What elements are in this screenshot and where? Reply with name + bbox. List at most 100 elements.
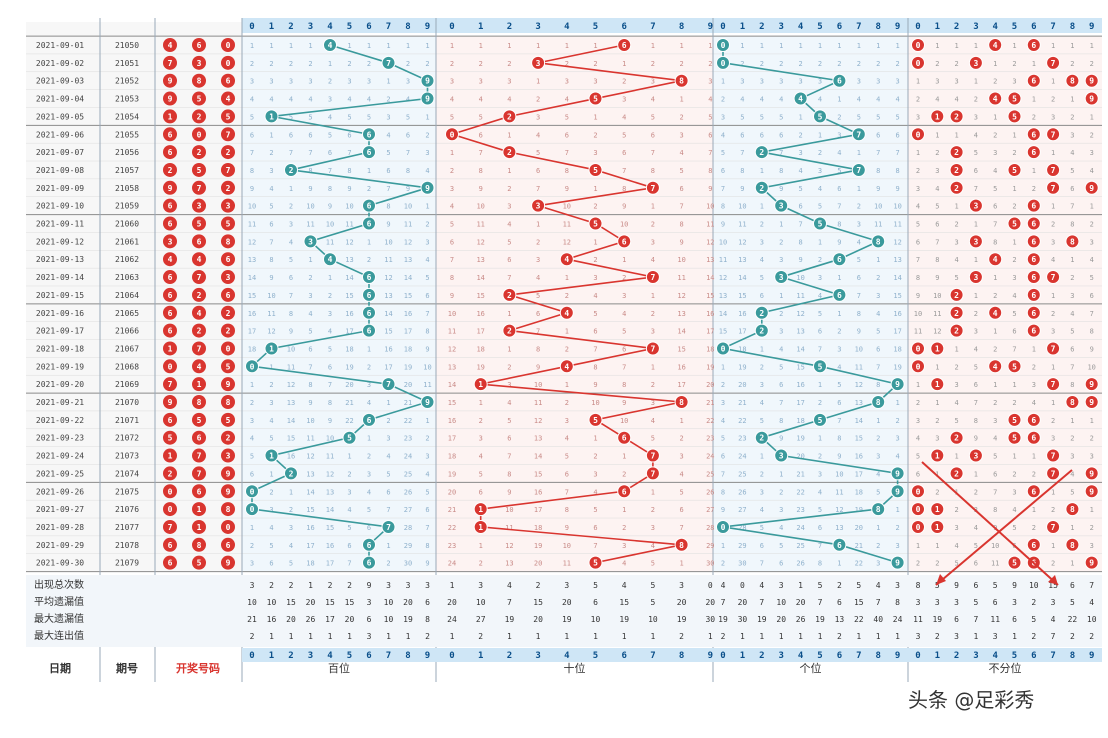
stats-value: 40 (873, 615, 883, 624)
omission-value: 4 (1090, 256, 1094, 264)
header-digit: 6 (1031, 22, 1036, 32)
omission-value: 21 (855, 542, 863, 550)
omission-value: 5 (857, 113, 861, 121)
omission-value: 4 (1070, 149, 1074, 157)
omission-value: 1 (1090, 42, 1094, 50)
combined-ball-digit: 6 (1031, 220, 1036, 229)
omission-value: 8 (622, 381, 626, 389)
combined-ball (1026, 145, 1041, 160)
omission-value: 19 (893, 363, 901, 371)
draw-ball-digit: 6 (226, 255, 231, 264)
header-digit: 3 (535, 22, 540, 32)
omission-value: 7 (308, 363, 312, 371)
stats-value: 2 (1070, 632, 1075, 641)
omission-value: 1 (651, 292, 655, 300)
omission-value: 10 (620, 221, 628, 229)
omission-value: 1 (425, 42, 429, 50)
omission-value: 5 (993, 185, 997, 193)
combined-ball-digit: 6 (1031, 416, 1036, 425)
trend-ball-digit: 2 (507, 112, 512, 121)
stats-value: 7 (818, 598, 823, 607)
trend-ball (362, 323, 376, 338)
stats-value: 9 (1012, 581, 1017, 590)
draw-ball (163, 448, 177, 463)
omission-value: 2 (622, 524, 626, 532)
combined-ball-digit: 2 (954, 112, 959, 121)
combined-ball-digit: 4 (993, 41, 998, 50)
combined-ball (949, 305, 964, 320)
header-digit: 5 (1012, 22, 1017, 32)
omission-value: 7 (993, 488, 997, 496)
trend-ball-digit: 5 (818, 220, 823, 229)
row-issue: 21069 (115, 380, 139, 389)
footer-digit: 1 (740, 651, 745, 661)
draw-ball (192, 198, 206, 213)
omission-value: 1 (679, 417, 683, 425)
footer-digit: 2 (288, 651, 293, 661)
stats-value: 4 (1089, 598, 1094, 607)
trend-ball-digit: 7 (650, 184, 655, 193)
draw-ball-digit: 6 (168, 541, 173, 550)
omission-value: 1 (1090, 506, 1094, 514)
omission-value: 13 (706, 256, 714, 264)
omission-value: 16 (404, 310, 412, 318)
omission-value: 3 (954, 238, 958, 246)
stats-value: 3 (367, 598, 372, 607)
omission-value: 4 (779, 345, 783, 353)
trend-ball-digit: 1 (269, 452, 274, 461)
omission-value: 7 (622, 167, 626, 175)
trend-ball-digit: 3 (536, 202, 541, 211)
omission-value: 2 (367, 60, 371, 68)
stats-value: 5 (818, 581, 823, 590)
draw-ball (221, 252, 235, 267)
omission-value: 1 (367, 435, 371, 443)
omission-value: 10 (287, 345, 295, 353)
trend-ball-digit: 6 (367, 130, 372, 139)
omission-value: 17 (677, 381, 685, 389)
omission-value: 3 (622, 96, 626, 104)
omission-value: 1 (1070, 256, 1074, 264)
annotation-arrowhead (1048, 575, 1058, 585)
omission-value: 1 (818, 435, 822, 443)
draw-ball-digit: 5 (226, 112, 231, 121)
combined-ball (1046, 466, 1061, 481)
trend-ball (832, 287, 847, 302)
omission-value: 1 (798, 42, 802, 50)
omission-value: 3 (993, 149, 997, 157)
omission-value: 12 (267, 328, 275, 336)
omission-value: 7 (406, 149, 410, 157)
draw-ball-digit: 3 (168, 237, 173, 246)
omission-value: 12 (476, 238, 484, 246)
omission-value: 1 (708, 42, 712, 50)
stats-value: 1 (328, 632, 333, 641)
omission-value: 10 (248, 203, 256, 211)
omission-value: 8 (779, 167, 783, 175)
combined-ball-digit: 2 (954, 434, 959, 443)
omission-value: 4 (1051, 256, 1055, 264)
row-date: 2021-09-18 (36, 344, 84, 353)
stats-value: 24 (893, 615, 903, 624)
omission-value: 1 (916, 78, 920, 86)
combined-ball (1084, 466, 1099, 481)
combined-ball-digit: 2 (954, 327, 959, 336)
stats-value: 19 (403, 615, 413, 624)
omission-value: 10 (476, 203, 484, 211)
omission-value: 27 (404, 506, 412, 514)
omission-value: 1 (876, 417, 880, 425)
stats-value: 2 (250, 632, 255, 641)
omission-value: 4 (760, 506, 764, 514)
omission-value: 8 (1090, 328, 1094, 336)
omission-value: 17 (306, 542, 314, 550)
omission-value: 1 (347, 453, 351, 461)
draw-ball (221, 448, 235, 463)
draw-ball (192, 341, 206, 356)
draw-ball-digit: 0 (226, 344, 231, 353)
omission-value: 8 (308, 381, 312, 389)
omission-value: 7 (347, 149, 351, 157)
omission-value: 2 (954, 60, 958, 68)
omission-value: 4 (386, 131, 390, 139)
omission-value: 6 (779, 131, 783, 139)
omission-value: 1 (308, 256, 312, 264)
stats-value: 10 (591, 615, 601, 624)
combined-ball (1046, 270, 1061, 285)
